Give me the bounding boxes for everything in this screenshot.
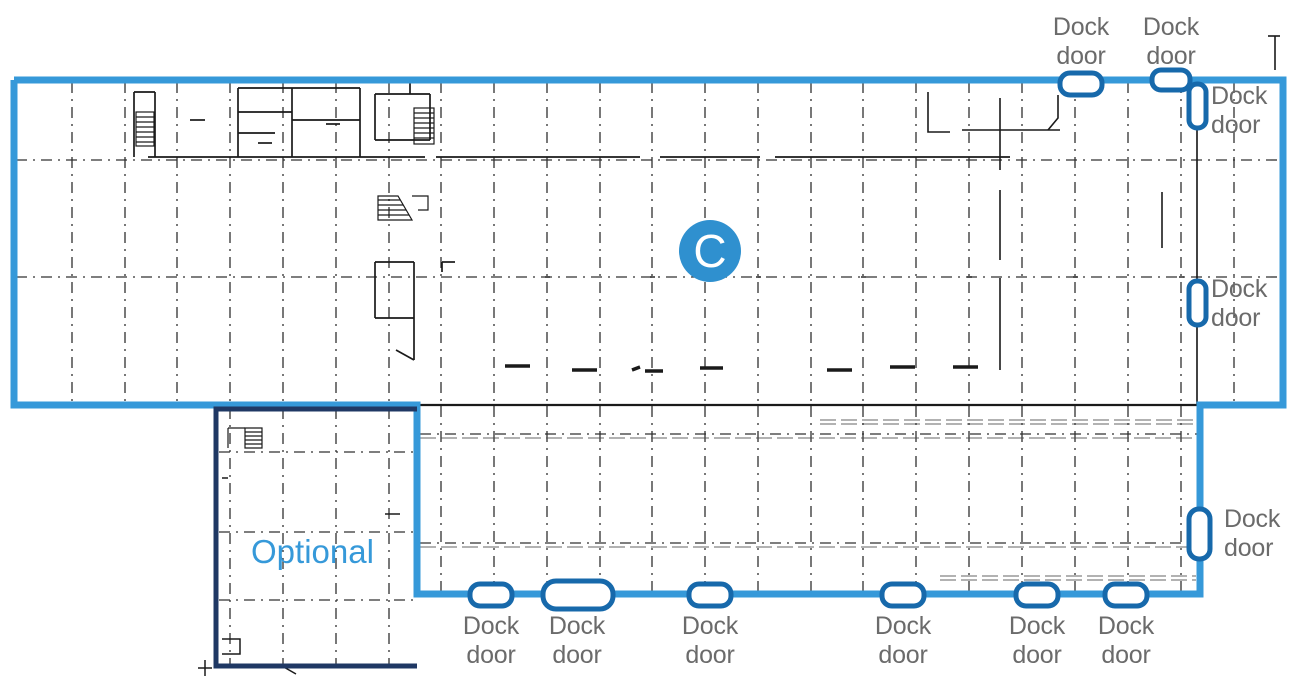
dock-door-marker-right-2 — [1186, 278, 1209, 328]
interior-room-outline — [374, 261, 455, 361]
dock-door-marker-bottom-6 — [1102, 581, 1150, 609]
dock-door-markers — [467, 67, 1213, 612]
stair-hatch — [135, 107, 435, 449]
optional-interior-lines — [198, 477, 400, 676]
dock-door-label-top-1: Dock door — [1052, 13, 1110, 70]
dock-door-marker-bottom-1 — [467, 581, 515, 609]
dock-door-marker-bottom-2 — [540, 578, 616, 612]
office-partitions — [133, 82, 1010, 158]
building-boundary — [10, 76, 1287, 598]
right-structure-lines — [927, 35, 1280, 370]
structural-wall-lines — [419, 88, 1283, 407]
dock-door-label-bottom-1: Dock door — [462, 612, 520, 669]
dock-door-marker-top-1 — [1057, 70, 1105, 98]
optional-area-outline — [213, 406, 417, 669]
column-grid — [16, 82, 1281, 664]
dock-door-marker-top-2 — [1149, 67, 1193, 93]
dock-door-label-bottom-2: Dock door — [548, 612, 606, 669]
optional-area-label: Optional — [251, 533, 374, 570]
dock-door-label-right-1: Dock door — [1211, 82, 1268, 139]
dock-door-label-right-3: Dock door — [1224, 505, 1281, 562]
dock-door-marker-right-1 — [1186, 81, 1209, 131]
dock-door-marker-bottom-3 — [686, 581, 734, 609]
floor-column-marks — [505, 364, 978, 373]
dock-door-label-bottom-3: Dock door — [681, 612, 739, 669]
dock-door-marker-bottom-4 — [879, 581, 927, 609]
dock-door-label-top-2: Dock door — [1142, 13, 1200, 70]
dock-door-label-bottom-4: Dock door — [874, 612, 932, 669]
dock-door-marker-right-3 — [1186, 506, 1213, 562]
dock-door-label-bottom-5: Dock door — [1008, 612, 1066, 669]
zone-badge-c: C — [679, 220, 741, 282]
dock-door-label-right-2: Dock door — [1211, 275, 1268, 332]
dock-door-marker-bottom-5 — [1013, 581, 1061, 609]
dock-door-label-bottom-6: Dock door — [1097, 612, 1155, 669]
